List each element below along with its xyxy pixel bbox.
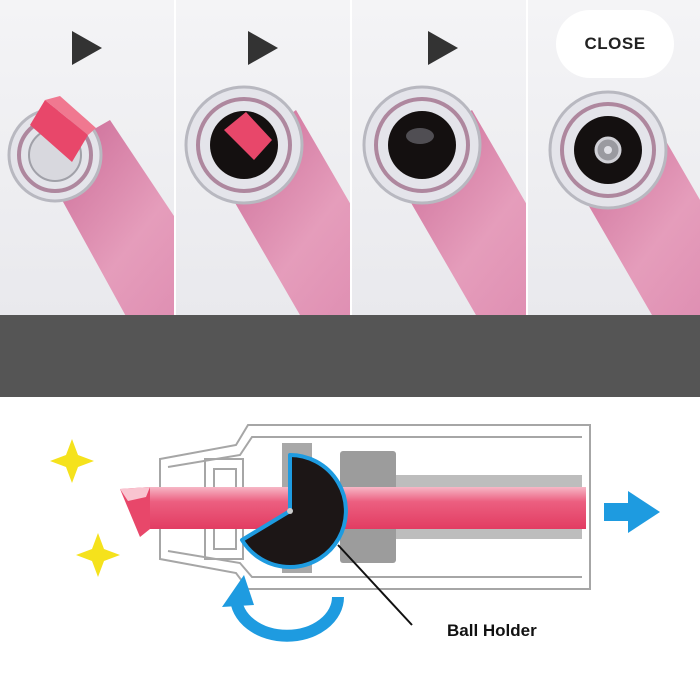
- sparkle-icon: [76, 533, 120, 577]
- arrow-right-icon: [604, 491, 660, 533]
- ball-holder-label: Ball Holder: [447, 621, 537, 640]
- ball-holder-diagram: [50, 424, 660, 642]
- divider-band: [0, 315, 700, 397]
- pen-tip-closed: [548, 90, 700, 315]
- rotate-arrow-icon: [222, 575, 344, 642]
- pen-tip-lead-extended: [7, 96, 174, 315]
- play-icon: [72, 31, 102, 65]
- ball-holder: [240, 453, 348, 569]
- label-pointer-line: [337, 544, 413, 626]
- play-icon: [248, 31, 278, 65]
- pen-lead: [120, 487, 586, 537]
- pen-tip-lead-retracted: [362, 85, 526, 315]
- pen-tip-lead-retracting: [184, 85, 350, 315]
- sparkle-icon: [50, 439, 94, 483]
- play-icon: [428, 31, 458, 65]
- close-button[interactable]: CLOSE: [556, 10, 674, 78]
